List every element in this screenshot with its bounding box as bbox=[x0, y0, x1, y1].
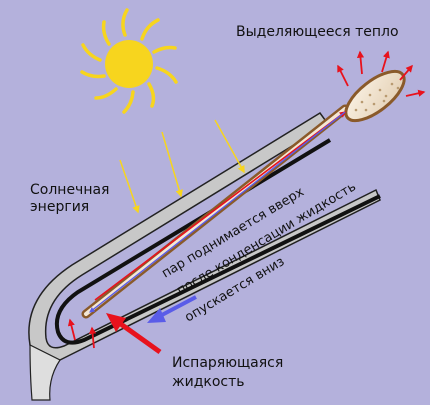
heat-input-arrows bbox=[67, 318, 97, 349]
heat-output-label: Выделяющееся тепло bbox=[236, 24, 399, 40]
sun-icon bbox=[80, 8, 178, 114]
heat-output-arrows bbox=[337, 50, 426, 97]
evaporation-arrow bbox=[106, 313, 162, 355]
solar-rays bbox=[119, 119, 245, 214]
evaporating-label-line1: Испаряющаяся bbox=[172, 355, 284, 371]
evaporating-label-line2: жидкость bbox=[172, 374, 245, 390]
inner-absorber-tube bbox=[55, 138, 381, 345]
descend-arrow bbox=[147, 295, 197, 323]
condenser-bulb bbox=[344, 69, 406, 123]
solar-energy-label-line1: Солнечная bbox=[30, 182, 110, 198]
solar-energy-label-line2: энергия bbox=[30, 199, 90, 215]
condensate-flow-arrow bbox=[89, 111, 346, 313]
